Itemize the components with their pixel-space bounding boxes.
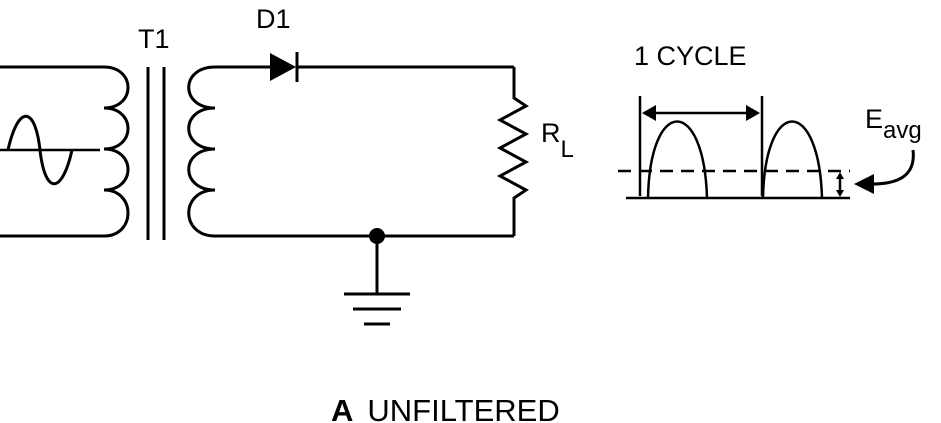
cycle-arrow-left-icon [642, 105, 656, 121]
load-label-subscript: L [561, 136, 574, 163]
eavg-label-main: E [865, 104, 883, 134]
load-label-main: R [541, 118, 561, 148]
eavg-label: Eavg [865, 104, 922, 144]
eavg-pointer-arrowhead-icon [854, 174, 874, 194]
diode-symbol [270, 52, 299, 82]
transformer-label: T1 [138, 24, 170, 54]
caption-text: UNFILTERED [367, 393, 559, 423]
eavg-label-subscript: avg [883, 117, 922, 144]
figure-caption: A UNFILTERED [331, 393, 560, 423]
transformer-primary-winding [0, 65, 130, 238]
transformer-secondary-winding [187, 65, 216, 238]
diode-label: D1 [256, 4, 291, 34]
pulse-2 [761, 120, 824, 199]
ac-source-sine-icon [0, 115, 100, 185]
pulse-1 [646, 120, 709, 199]
transformer-core [146, 67, 166, 240]
output-waveform [618, 96, 915, 200]
load-resistor-label: RL [541, 118, 574, 163]
eavg-height-arrow-icon [836, 172, 844, 197]
load-resistor [496, 67, 530, 236]
cycle-arrow-right-icon [746, 105, 760, 121]
cycle-label: 1 CYCLE [634, 41, 747, 71]
eavg-pointer-curve [871, 149, 915, 186]
ground-icon [344, 236, 410, 326]
caption-letter: A [331, 393, 353, 423]
